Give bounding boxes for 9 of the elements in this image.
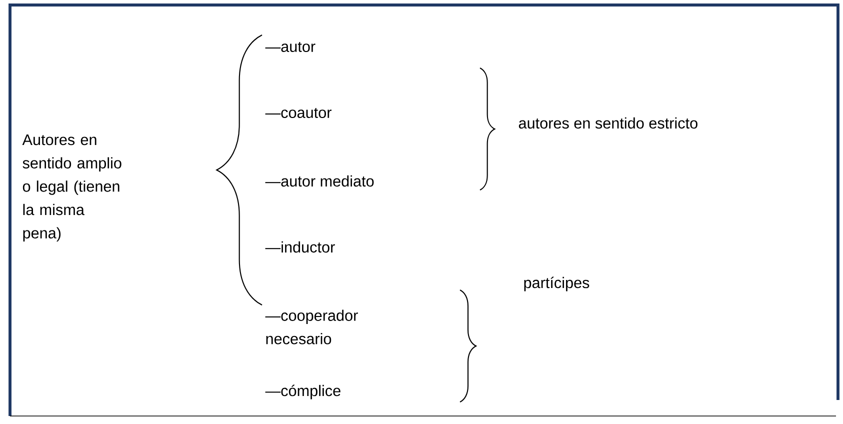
label-text: —cooperador necesario [265,310,358,344]
label-text: —cómplice [265,384,340,400]
label-text: —autor [265,42,316,52]
label-text: Autores en sentido amplio o legal (tienen la misma pena) [22,134,122,242]
label-text: autores en sentido estricto [518,117,698,129]
label-text: —coautor [265,108,332,118]
label-text: —autor mediato [265,175,374,187]
label-text: partícipes [524,276,590,292]
label-text: —inductor [265,241,335,253]
